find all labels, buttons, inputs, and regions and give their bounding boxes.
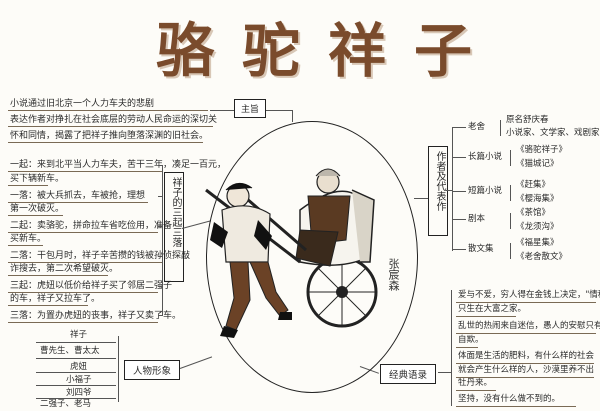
- quote-line: 乱世的热闹来自迷信，愚人的安慰只有: [458, 321, 600, 331]
- author-label: 作者及代表作: [428, 146, 448, 236]
- author-value: 《老舍散文》: [516, 252, 568, 262]
- quote-line: 只生在大富之家。: [458, 304, 527, 314]
- title-char: 祥: [328, 17, 389, 85]
- quote-line: 爱与不爱，穷人得在金钱上决定，"情种": [458, 290, 600, 300]
- rise-line: 买下辆新车。: [10, 174, 65, 184]
- theme-line: 表达作者对挣扎在社会底层的劳动人民命运的深切关: [10, 115, 218, 125]
- author-value: 《猫城记》: [516, 159, 559, 169]
- character-item: 虎妞: [70, 362, 88, 372]
- theme-line: 怀和同情，揭露了把祥子推向堕落深渊的旧社会。: [10, 131, 209, 141]
- quote-line: 牡丹来。: [458, 378, 493, 388]
- author-key: 老舍: [468, 122, 486, 132]
- rise-line: 二起：卖骆驼，拼命拉车省吃俭用，准备: [10, 221, 173, 231]
- rise-line: 三起：虎妞以低价给祥子买了邻居二强子: [10, 281, 173, 291]
- rickshaw-wheel-icon: [306, 256, 378, 328]
- quote-line: 坚持，没有什么做不到的。: [458, 394, 561, 404]
- author-value: 《骆驼祥子》: [516, 145, 568, 155]
- quote-line: 就会产生什么样的人，沙漠里养不出: [458, 365, 595, 375]
- illustration-circle: [206, 121, 418, 393]
- character-item: 曹先生、曹太太: [40, 346, 100, 356]
- rise-line: 一落：被大兵抓去，车被抢，理想: [10, 191, 146, 201]
- quotes-label: 经典语录: [380, 364, 437, 384]
- rise-line: 二落：干包月时，祥子辛苦攒的钱被孙侦探敲: [10, 251, 191, 261]
- author-value: 《赶集》: [516, 180, 551, 190]
- rise-line: 买新车。: [10, 234, 47, 244]
- characters-label: 人物形象: [124, 360, 181, 380]
- title-char: 子: [414, 17, 475, 85]
- rise-line: 三落：为置办虎妞的丧事，祥子又卖了车。: [10, 311, 182, 321]
- title-char: 驼: [241, 17, 302, 85]
- author-value: 《樱海集》: [516, 194, 559, 204]
- quote-line: 自欺。: [458, 335, 484, 345]
- title-char: 骆: [155, 17, 216, 85]
- author-key: 剧本: [468, 214, 486, 224]
- author-value: 《龙须沟》: [516, 222, 559, 232]
- author-key: 长篇小说: [468, 152, 503, 162]
- rise-line: 诈搜去，第二次希望破灭。: [10, 264, 119, 274]
- character-item: 二强子、老马: [40, 399, 92, 409]
- page-title: 骆 驼 祥 子: [150, 10, 480, 85]
- author-value: 《茶馆》: [516, 208, 551, 218]
- theme-line: 小说通过旧北京一个人力车夫的悲剧: [10, 99, 155, 109]
- character-item: 刘四爷: [66, 388, 92, 398]
- author-value: 小说家、文学家、戏剧家: [506, 128, 600, 138]
- author-value: 原名舒庆春: [506, 115, 549, 125]
- quote-line: 体面是生活的肥料，有什么样的社会: [458, 351, 595, 361]
- theme-label: 主旨: [234, 99, 267, 118]
- character-item: 祥子: [70, 330, 88, 340]
- rise-line: 一起：来到北平当人力车夫，苦干三年，凑足一百元，: [10, 160, 227, 170]
- rise-line: 的车，祥子又拉车了。: [10, 294, 101, 304]
- rise-line: 第一次破灭。: [10, 204, 65, 214]
- author-key: 短篇小说: [468, 186, 503, 196]
- character-item: 小福子: [66, 375, 92, 385]
- author-value: 《福星集》: [516, 238, 559, 248]
- author-key: 散文集: [468, 244, 494, 254]
- signature: 张宸森: [387, 258, 400, 291]
